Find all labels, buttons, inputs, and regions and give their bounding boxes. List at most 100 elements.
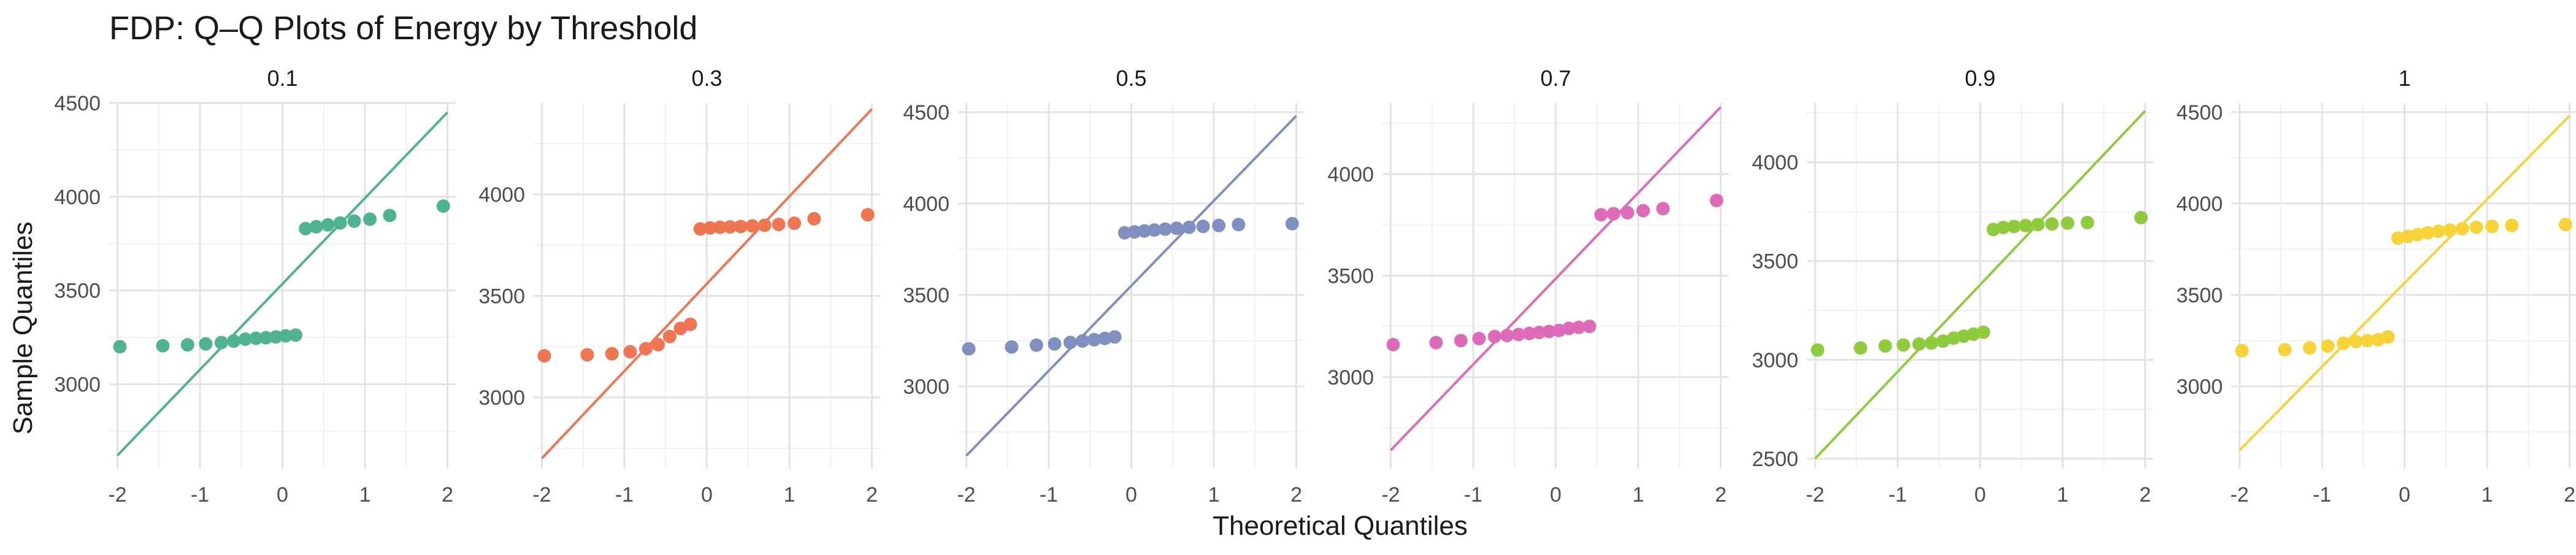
qq-point	[1472, 332, 1486, 346]
qq-point	[2336, 336, 2350, 350]
qq-point	[2031, 218, 2045, 232]
qq-point	[1182, 220, 1196, 234]
qq-point	[2421, 226, 2435, 240]
qq-point	[537, 349, 551, 363]
qq-point	[2007, 220, 2021, 234]
x-tick-label: -1	[615, 483, 634, 507]
qq-point	[2061, 216, 2075, 230]
qq-point	[1117, 226, 1132, 240]
qq-point	[227, 334, 241, 348]
x-tick-label: 1	[1208, 483, 1220, 507]
x-tick-label: -1	[1464, 483, 1482, 507]
qq-point	[299, 221, 313, 235]
qq-point	[1878, 339, 1892, 353]
qq-point	[1429, 335, 1443, 350]
qq-point	[333, 216, 347, 230]
y-tick-label: 2500	[1752, 448, 1798, 471]
x-tick-label: 0	[701, 483, 713, 507]
y-tick-label: 3000	[903, 375, 949, 399]
qq-point	[2278, 343, 2292, 357]
qq-point	[605, 346, 619, 361]
y-tick-label: 3000	[1327, 366, 1374, 389]
x-tick-label: -1	[1040, 483, 1058, 507]
qq-point	[2381, 330, 2395, 344]
qq-point	[1076, 334, 1090, 348]
x-tick-label: 2	[1715, 483, 1727, 507]
qq-point	[1936, 334, 1950, 348]
qq-point	[1976, 325, 1990, 339]
qq-point	[1148, 223, 1162, 237]
x-tick-label: 0	[277, 483, 288, 507]
qq-point	[289, 328, 303, 342]
qq-point	[1522, 326, 1536, 340]
qq-point	[113, 340, 127, 354]
x-tick-label: -2	[532, 483, 551, 507]
qq-point	[1108, 330, 1122, 344]
qq-point	[1087, 332, 1101, 346]
qq-point	[2443, 223, 2457, 237]
qq-point	[1636, 204, 1650, 218]
qq-point	[249, 331, 263, 345]
qq-point	[1606, 207, 1620, 221]
qq-point	[1572, 320, 1586, 334]
x-tick-label: -2	[1381, 483, 1400, 507]
y-tick-label: 4000	[2176, 193, 2223, 216]
qq-point	[772, 218, 786, 232]
qq-point	[436, 199, 450, 213]
y-tick-label: 3500	[1327, 264, 1374, 288]
x-tick-label: 2	[442, 483, 453, 507]
qq-point	[1656, 202, 1670, 216]
y-tick-label: 4000	[1752, 151, 1798, 175]
x-tick-label: 2	[2139, 483, 2151, 507]
qq-reference-line	[2239, 115, 2570, 451]
qq-point	[1386, 338, 1400, 352]
qq-point	[363, 212, 377, 226]
y-tick-label: 4000	[478, 183, 525, 207]
qq-point	[651, 338, 665, 352]
x-tick-label: 1	[2057, 483, 2069, 507]
x-tick-label: -2	[957, 483, 975, 507]
qq-point	[2505, 218, 2519, 232]
qq-point	[2321, 339, 2335, 353]
y-tick-label: 3500	[54, 280, 101, 303]
qq-point	[2134, 210, 2148, 224]
y-tick-label: 3000	[1752, 349, 1798, 372]
qq-point	[807, 212, 821, 226]
x-tick-label: 0	[1974, 483, 1986, 507]
qq-point	[1196, 220, 1210, 234]
x-tick-label: 1	[784, 483, 795, 507]
qq-point	[1005, 340, 1019, 354]
qq-point	[1127, 225, 1141, 239]
y-tick-label: 3500	[2176, 284, 2223, 307]
qq-point	[734, 220, 748, 234]
qq-point	[2349, 334, 2363, 348]
qq-point	[1582, 320, 1597, 334]
qq-point	[2080, 215, 2095, 229]
qq-point	[1098, 331, 1112, 345]
qq-reference-line	[117, 111, 448, 456]
qq-point	[1996, 220, 2011, 234]
qq-point	[238, 332, 252, 346]
qq-point	[347, 214, 361, 228]
qq-point	[1212, 218, 1226, 232]
qq-point	[1511, 327, 1525, 342]
x-tick-label: -1	[1888, 483, 1907, 507]
qq-point	[1029, 338, 1043, 352]
qq-point	[156, 339, 170, 353]
qq-point	[757, 218, 772, 232]
x-tick-label: -2	[2230, 483, 2248, 507]
qq-point	[703, 221, 717, 235]
x-tick-label: -1	[191, 483, 209, 507]
qq-point	[1912, 337, 1926, 351]
x-tick-label: 1	[1633, 483, 1644, 507]
y-tick-label: 3000	[54, 373, 101, 396]
qq-point	[861, 208, 875, 222]
qq-point	[383, 209, 397, 223]
x-tick-label: 1	[359, 483, 371, 507]
x-tick-label: 1	[2482, 483, 2493, 507]
qq-point	[1853, 341, 1868, 355]
x-tick-label: 2	[866, 483, 878, 507]
